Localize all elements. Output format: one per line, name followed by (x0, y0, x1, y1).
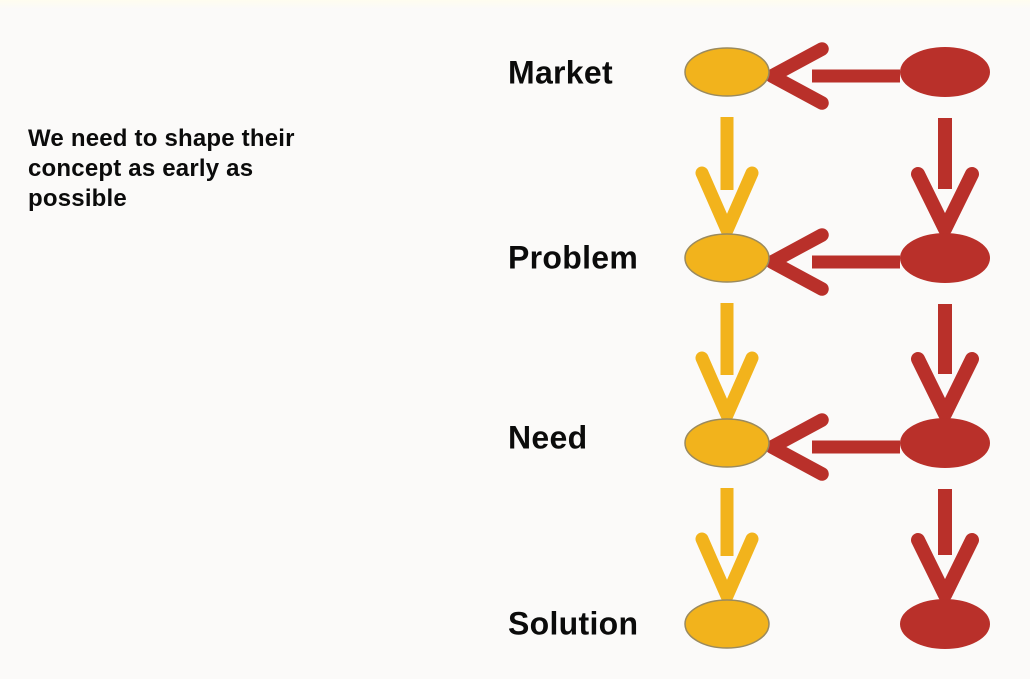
red-left-arrow-head-need (765, 413, 829, 481)
red-left-arrow-head-problem (765, 228, 829, 296)
problem-yellow-node (684, 233, 770, 283)
market-yellow-node (684, 47, 770, 97)
red-down-arrow-head-market-to-problem (911, 167, 979, 236)
row-label-market: Market (508, 54, 613, 91)
red-left-arrow-head-market (765, 42, 829, 110)
yellow-down-arrow-head-market-to-problem (695, 166, 759, 237)
row-label-solution: Solution (508, 605, 639, 642)
need-yellow-node (684, 418, 770, 468)
solution-red-node (900, 599, 990, 649)
red-down-arrow-head-problem-to-need (911, 352, 979, 421)
problem-red-node (900, 233, 990, 283)
solution-yellow-node (684, 599, 770, 649)
row-label-need: Need (508, 419, 588, 456)
need-red-node (900, 418, 990, 468)
side-note-text: We need to shape their concept as early … (28, 125, 295, 212)
red-down-arrow-head-need-to-solution (911, 533, 979, 602)
market-red-node (900, 47, 990, 97)
yellow-down-arrow-head-need-to-solution (695, 532, 759, 603)
yellow-down-arrow-head-problem-to-need (695, 351, 759, 422)
row-label-problem: Problem (508, 239, 639, 276)
